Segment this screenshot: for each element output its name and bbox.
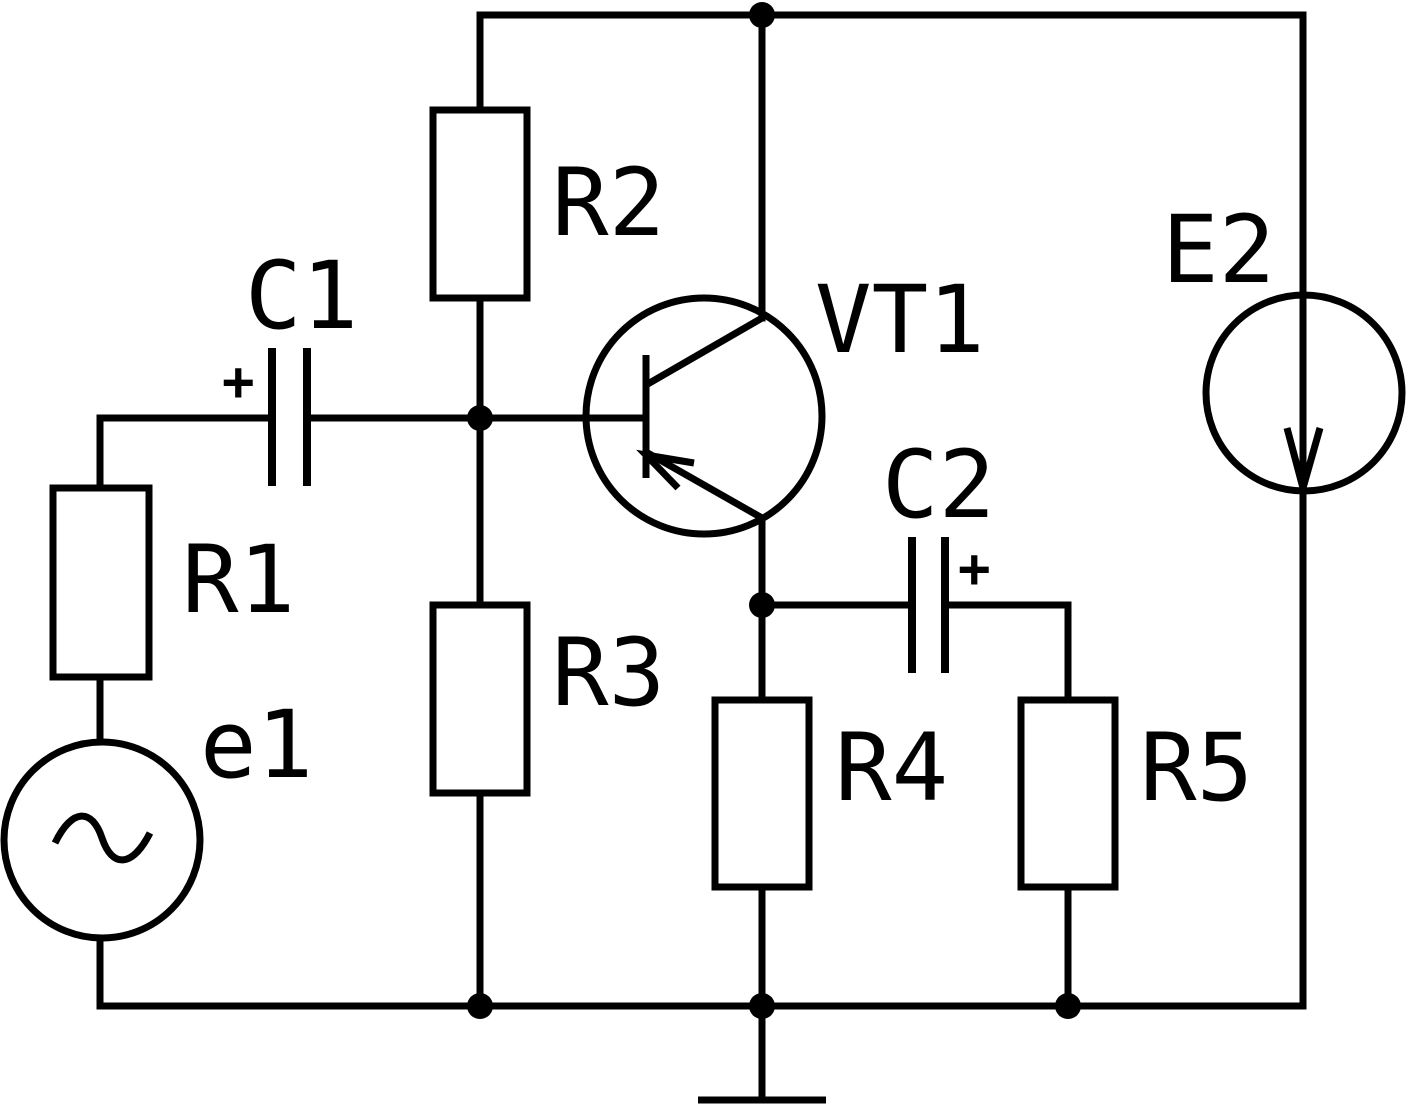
wire-c2-r5: [941, 601, 1072, 704]
label-r2: R2: [552, 149, 665, 258]
label-vt1: VT1: [815, 266, 985, 375]
resistor-r5: [1017, 696, 1119, 891]
junction-ground-r4: [749, 993, 775, 1019]
dc-source-e2: [1202, 291, 1406, 502]
sine-wave-icon: [51, 812, 154, 864]
resistor-r4: [711, 696, 813, 891]
c2-polarity-plus: +: [958, 537, 991, 600]
label-e1: e1: [200, 691, 313, 800]
label-c2: C2: [882, 431, 995, 540]
arrow-down-icon: [1283, 427, 1324, 502]
c1-polarity-plus: +: [222, 350, 255, 413]
label-r5: R5: [1140, 714, 1253, 823]
transistor-vt1: [582, 294, 826, 538]
transistor-collector: [644, 314, 764, 389]
resistor-r2: [429, 106, 531, 302]
label-e2: E2: [1162, 196, 1275, 305]
junction-ground-r5: [1055, 993, 1081, 1019]
wires: [96, 11, 1307, 1104]
junction-ground-r3: [467, 993, 493, 1019]
emitter-arrow-icon: [636, 449, 695, 491]
label-c1: C1: [245, 242, 358, 351]
wire-input: [96, 414, 276, 492]
resistor-r3: [429, 601, 531, 797]
junction-base: [467, 405, 493, 431]
junction-emitter: [749, 592, 775, 618]
label-r1: R1: [182, 526, 295, 635]
label-r4: R4: [835, 714, 948, 823]
ac-source-e1: [0, 738, 204, 942]
wire-top-rail: [476, 11, 1307, 299]
label-r3: R3: [552, 619, 665, 728]
junction-top: [749, 2, 775, 28]
capacitor-c2: [908, 537, 949, 673]
capacitor-c1: [268, 348, 311, 486]
resistor-r1: [49, 484, 153, 681]
transistor-emitter: [644, 448, 764, 522]
